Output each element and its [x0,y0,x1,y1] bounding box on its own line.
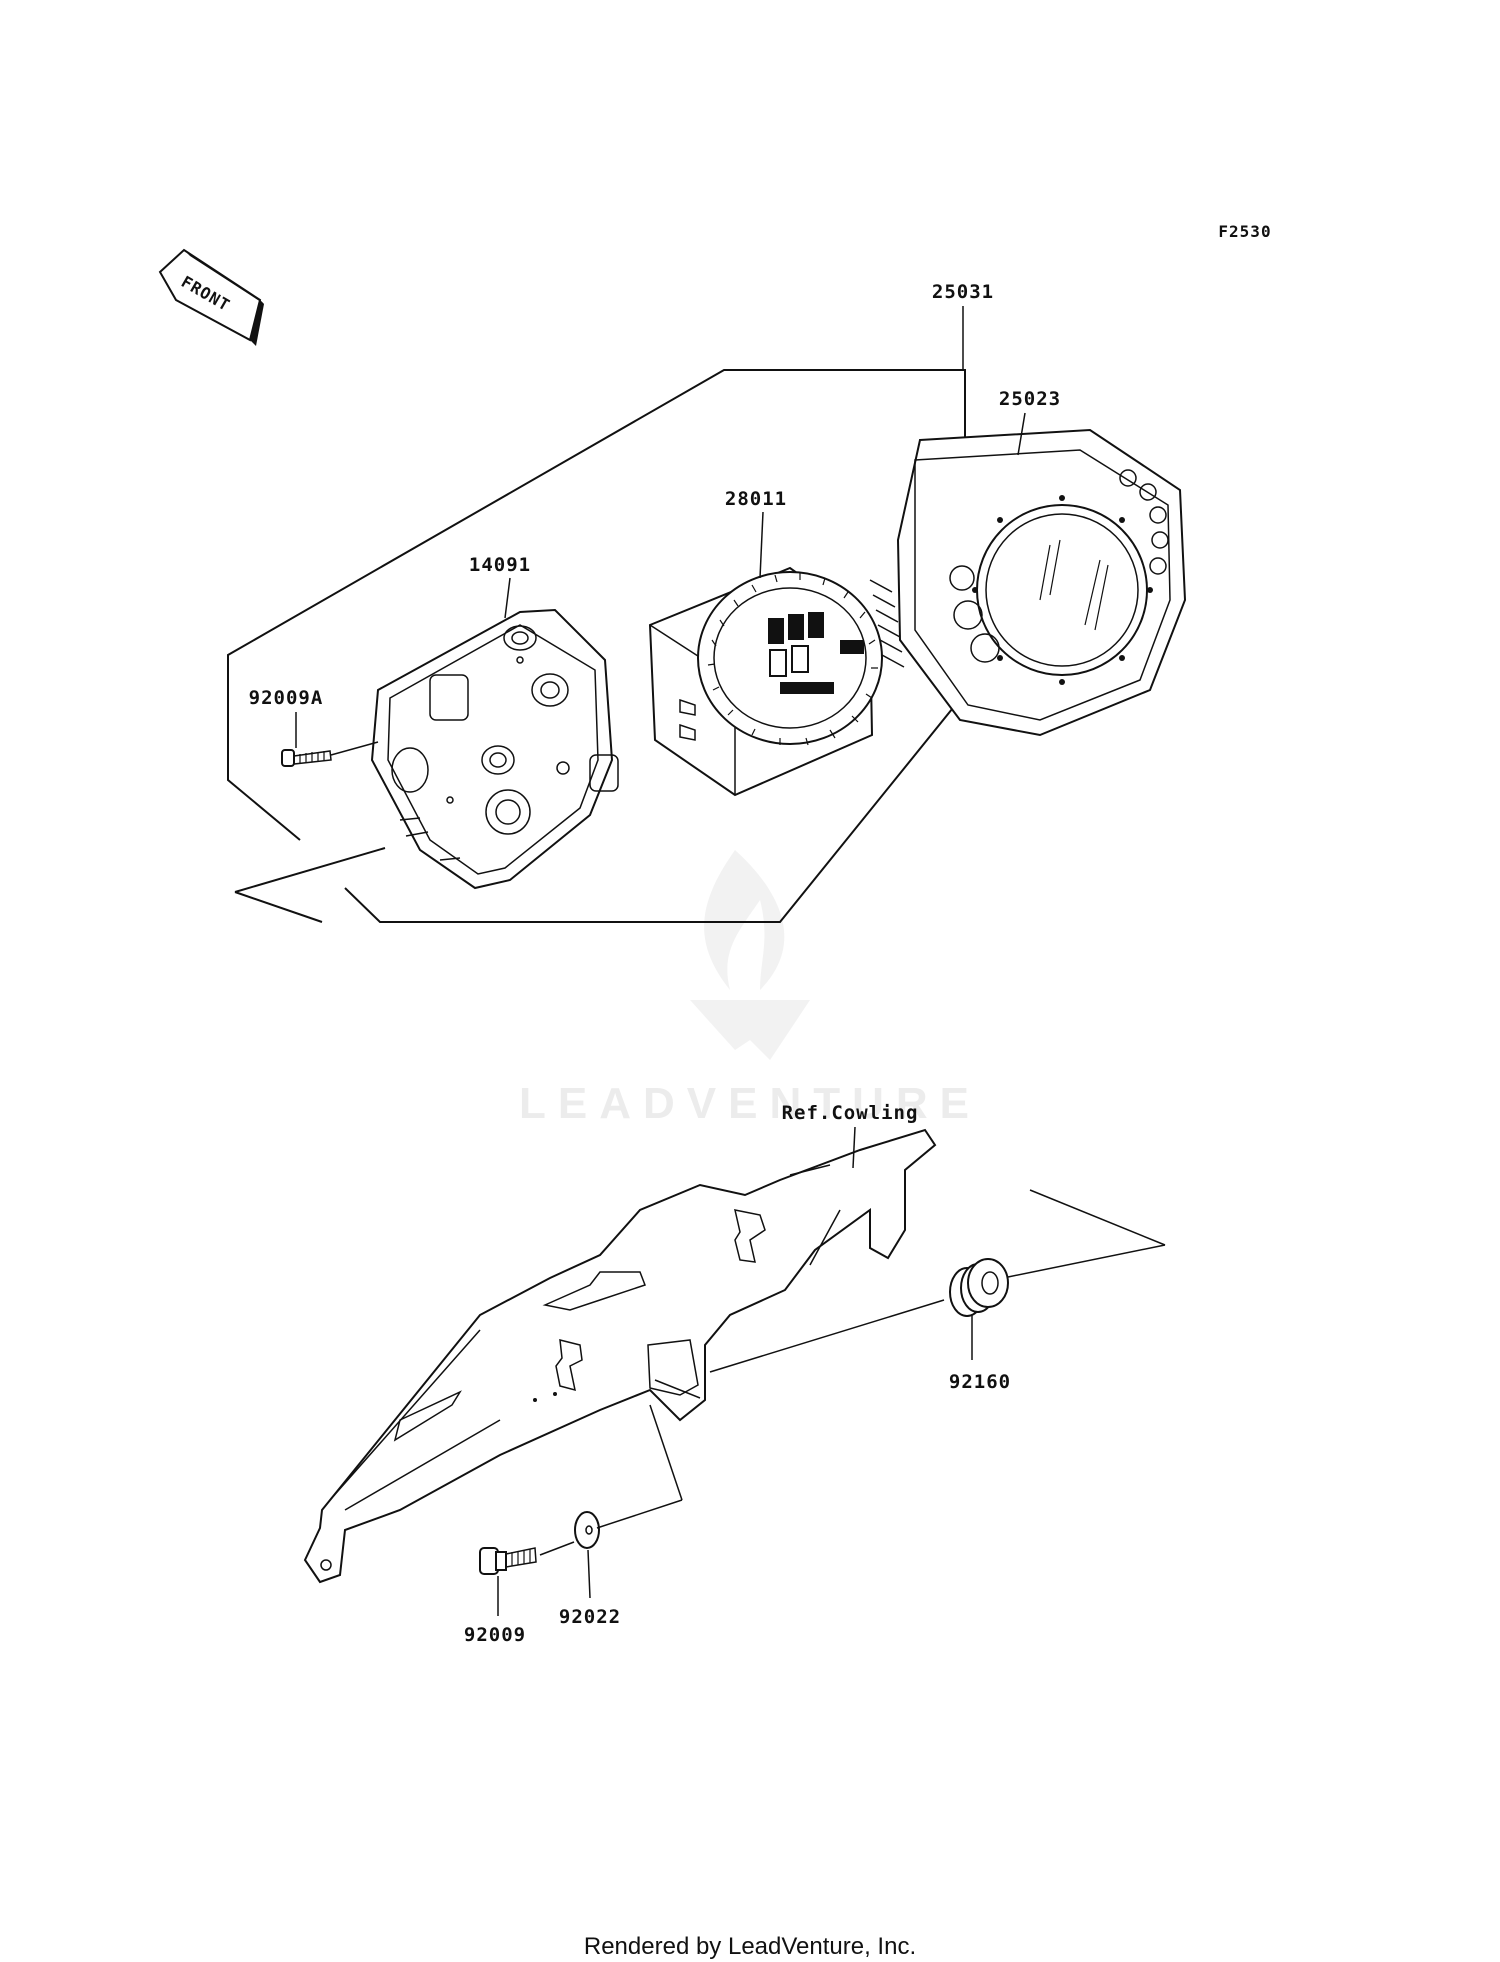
washer-part [574,1511,600,1549]
case-screw-part [281,749,332,767]
watermark-text: LEADVENTURE [519,1079,981,1128]
label-25031: 25031 [932,281,994,303]
meter-cover-part [896,428,1187,737]
label-28011: 28011 [725,488,787,510]
grommet-part [949,1258,1009,1317]
label-25023: 25023 [999,388,1061,410]
footer-credit: Rendered by LeadVenture, Inc. [584,1933,916,1960]
diagram-id: F2530 [1218,222,1271,241]
meter-bracket-part [303,1128,937,1584]
label-92022: 92022 [559,1606,621,1628]
label-14091: 14091 [469,554,531,576]
meter-case-part [370,608,619,890]
meter-unit-part [648,566,905,797]
watermark-logo-icon [690,850,810,1060]
label-92160: 92160 [949,1371,1011,1393]
label-92009a: 92009A [249,687,324,709]
front-arrow-icon: FRONT [158,248,264,346]
label-ref-cowling: Ref.Cowling [782,1102,919,1124]
label-92009: 92009 [464,1624,526,1646]
bolt-part [479,1547,537,1575]
